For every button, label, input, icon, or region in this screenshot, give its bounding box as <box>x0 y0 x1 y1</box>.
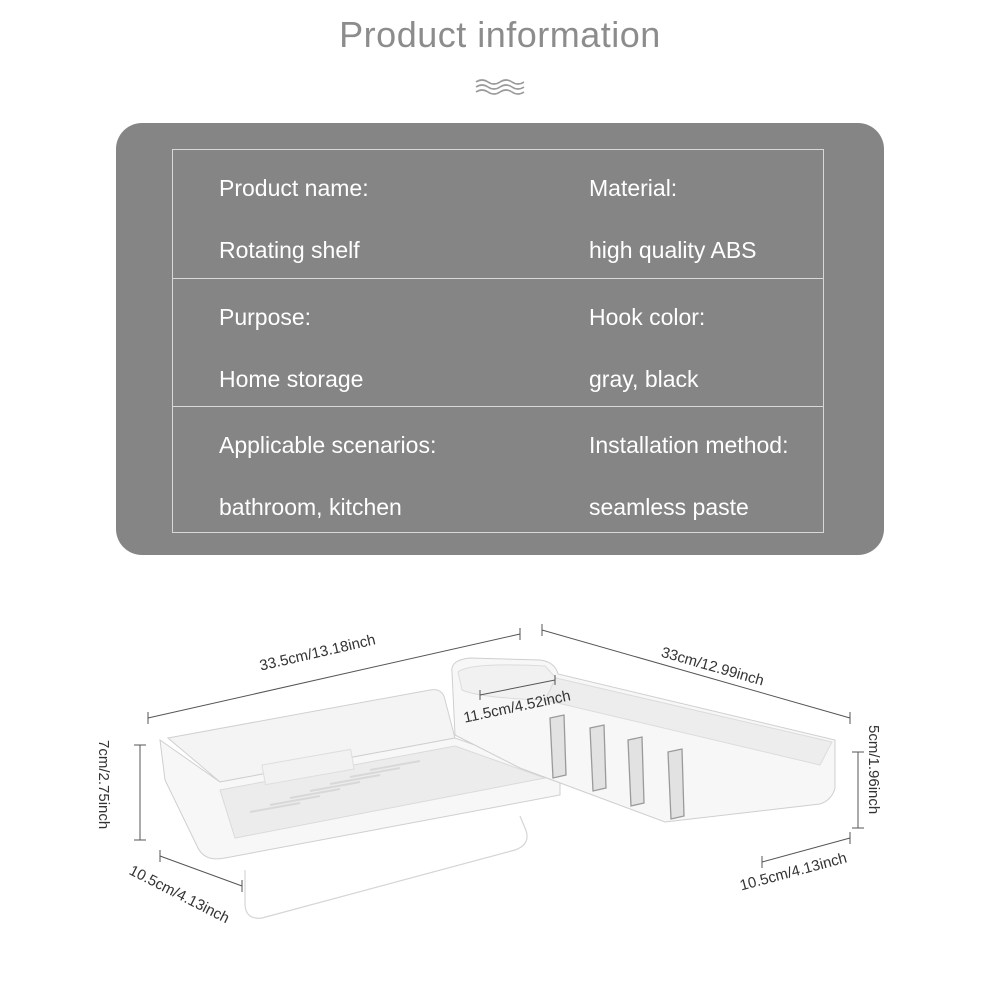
material-value: high quality ABS <box>589 237 757 263</box>
page-title: Product information <box>339 14 661 55</box>
right-height-label: 5cm/1.96inch <box>865 725 882 815</box>
hook-color-label: Hook color: <box>589 304 706 330</box>
hook-color-value: gray, black <box>589 366 699 392</box>
wave-divider-icon <box>475 79 525 95</box>
installation-value: seamless paste <box>589 494 749 520</box>
purpose-label: Purpose: <box>219 304 312 330</box>
info-row: Product name: Rotating shelf Material: h… <box>173 150 823 278</box>
purpose-value: Home storage <box>219 366 364 392</box>
info-row: Purpose: Home storage Hook color: gray, … <box>173 278 823 407</box>
installation-label: Installation method: <box>589 432 789 458</box>
scenarios-value: bathroom, kitchen <box>219 494 402 520</box>
product-dimension-diagram: 33.5cm/13.18inch 33cm/12.99inch 11.5cm/4… <box>0 600 1000 1000</box>
product-name-label: Product name: <box>219 175 369 201</box>
product-info-table: Product name: Rotating shelf Material: h… <box>172 149 824 533</box>
scenarios-label: Applicable scenarios: <box>219 432 437 458</box>
shelf-illustration <box>134 624 864 923</box>
product-name-value: Rotating shelf <box>219 237 360 263</box>
product-info-panel: Product name: Rotating shelf Material: h… <box>116 123 884 555</box>
info-row: Applicable scenarios: bathroom, kitchen … <box>173 406 823 535</box>
material-label: Material: <box>589 175 678 201</box>
left-height-label: 7cm/2.75inch <box>95 740 112 830</box>
